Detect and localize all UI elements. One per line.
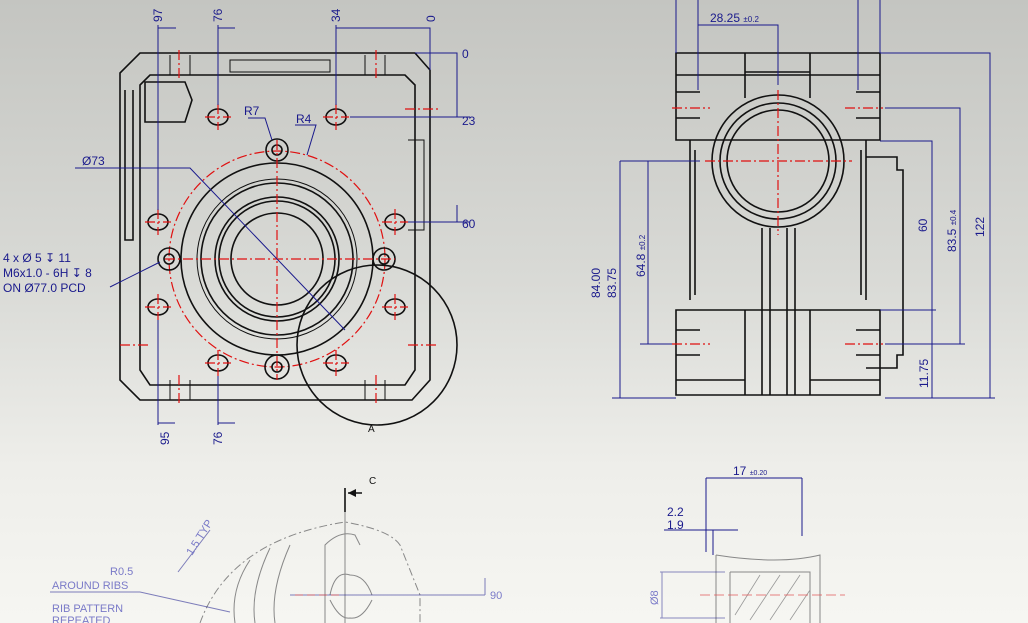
dim-0-right: 0 (462, 47, 469, 61)
dim-64-8: 64.8 ±0.2 (634, 234, 648, 277)
side-view-labels: 28.25 ±0.2 84.00 83.75 64.8 ±0.2 60 83.5… (589, 11, 987, 388)
dim-11-75: 11.75 (917, 359, 931, 388)
detail-label-a: A (368, 424, 375, 435)
dim-83-5: 83.5 ±0.4 (945, 209, 959, 252)
dim-83-5-value: 83.5 (945, 228, 959, 252)
dim-60-front: 60 (462, 217, 476, 231)
detail-view (660, 477, 845, 623)
dim-1-9: 1.9 (667, 518, 684, 532)
section-view (50, 488, 486, 623)
dim-76-bottom: 76 (211, 431, 225, 445)
hole-note-line2: M6x1.0 - 6H ↧ 8 (3, 266, 92, 280)
detail-circle-a (296, 264, 458, 426)
dim-dia-8: Ø8 (649, 590, 661, 605)
dim-17-tol: ±0.20 (750, 470, 768, 477)
section-label-c: C (369, 476, 376, 487)
section-arrow-icon (348, 489, 356, 497)
dim-90: 90 (490, 590, 502, 602)
dim-83-75: 83.75 (605, 268, 619, 298)
dim-76-top: 76 (211, 8, 225, 22)
dim-17-value: 17 (733, 464, 747, 478)
thickness-note: 1.5 TYP (184, 518, 215, 558)
rib-note-around-ribs: AROUND RIBS (52, 580, 128, 592)
dim-97: 97 (151, 8, 165, 22)
section-view-labels: C 1.5 TYP R0.5 AROUND RIBS RIB PATTERN R… (52, 476, 502, 623)
radius-r7: R7 (244, 104, 260, 118)
diameter-73: Ø73 (82, 154, 105, 168)
dim-28-25-tol: ±0.2 (743, 15, 759, 24)
dim-28-25-value: 28.25 (710, 11, 740, 25)
dim-84-00: 84.00 (589, 268, 603, 298)
detail-view-labels: 17 ±0.20 2.2 1.9 Ø8 (649, 464, 767, 605)
front-view-labels: 97 76 34 0 0 23 60 95 76 R7 R4 Ø73 4 x Ø… (3, 8, 476, 445)
dim-64-8-value: 64.8 (634, 253, 648, 277)
dim-34: 34 (329, 8, 343, 22)
dim-2-2: 2.2 (667, 505, 684, 519)
dim-23: 23 (462, 114, 476, 128)
radius-r4: R4 (296, 112, 312, 126)
front-view (75, 25, 470, 426)
side-view (612, 0, 995, 399)
dim-64-8-tol: ±0.2 (638, 234, 647, 250)
dim-83-5-tol: ±0.4 (949, 209, 958, 225)
dim-28-25: 28.25 ±0.2 (710, 11, 759, 25)
hole-note-line1: 4 x Ø 5 ↧ 11 (3, 251, 71, 265)
dim-17: 17 ±0.20 (733, 464, 767, 478)
dim-0-top: 0 (424, 15, 438, 22)
dim-95: 95 (158, 431, 172, 445)
dim-122: 122 (973, 217, 987, 237)
hole-note-line3: ON Ø77.0 PCD (3, 281, 86, 295)
rib-note-r0-5: R0.5 (110, 566, 133, 578)
dim-60-side: 60 (916, 218, 930, 232)
rib-note-pattern: RIB PATTERN (52, 603, 123, 615)
rib-note-repeated: REPEATED (52, 615, 111, 623)
